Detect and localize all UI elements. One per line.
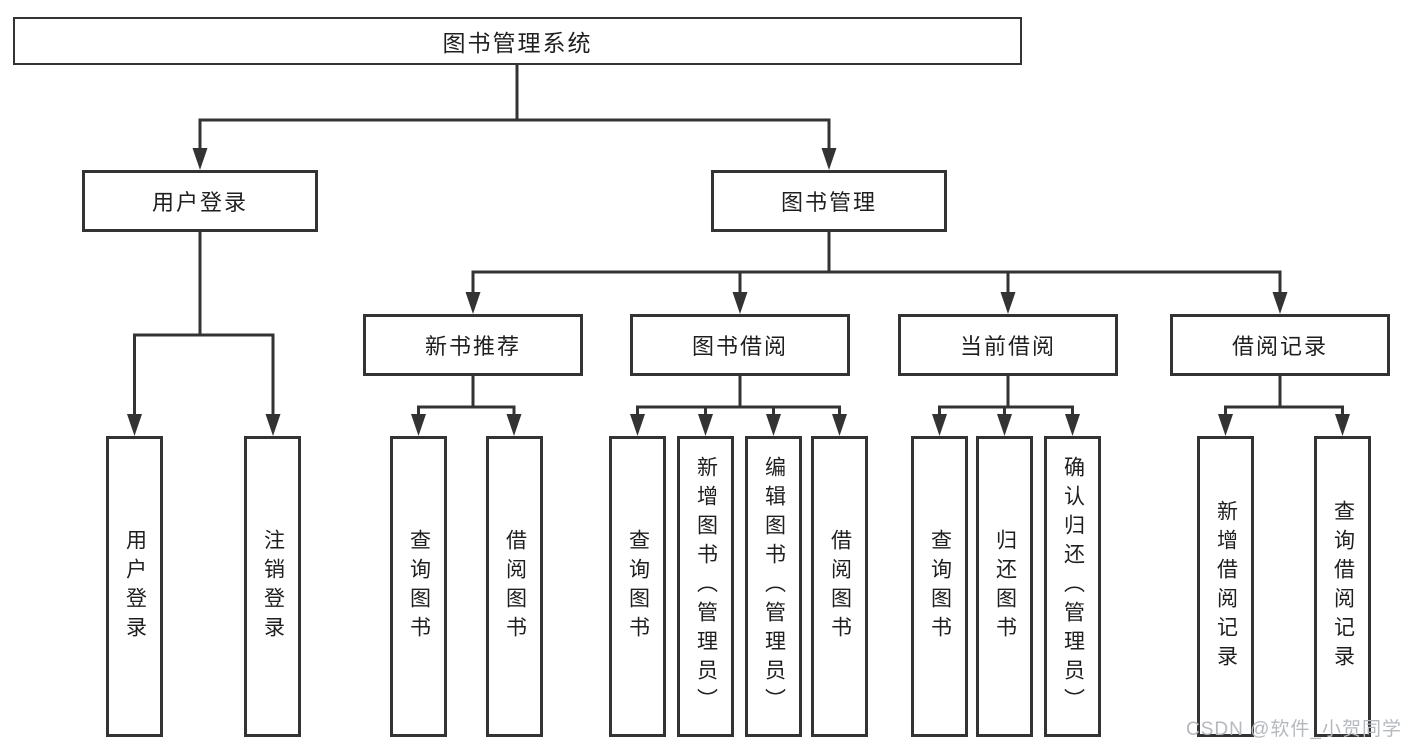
leaf-logout: 注销登录 [244,436,301,737]
arrow-icon [127,414,142,436]
node-new-book-recommendation: 新书推荐 [363,314,583,376]
node-borrowing-records: 借阅记录 [1170,314,1390,376]
arrow-icon [732,292,748,314]
node-root-library-system: 图书管理系统 [13,17,1022,65]
arrow-icon [1272,292,1288,314]
arrow-icon [411,414,426,436]
leaf-query-books-borrowing: 查询图书 [609,436,666,737]
leaf-borrow-books: 借阅图书 [811,436,868,737]
leaf-return-books: 归还图书 [976,436,1033,737]
leaf-add-books-admin: 新增图书（管理员） [677,436,734,737]
leaf-query-books-current: 查询图书 [911,436,968,737]
arrow-icon [1335,414,1350,436]
arrow-icon [506,414,522,436]
node-current-borrowing: 当前借阅 [898,314,1118,376]
node-user-login: 用户登录 [82,170,318,232]
leaf-confirm-return-admin: 确认归还（管理员） [1044,436,1101,737]
leaf-add-borrow-record: 新增借阅记录 [1197,436,1254,737]
connector-path [133,63,1344,420]
leaf-borrow-books-recommend: 借阅图书 [486,436,543,737]
arrow-icon [192,148,208,170]
leaf-user-login: 用户登录 [106,436,163,737]
arrow-icon [698,414,713,436]
arrow-icon [1000,292,1016,314]
arrow-icon [465,292,481,314]
node-book-borrowing: 图书借阅 [630,314,850,376]
arrow-icon [832,414,847,436]
leaf-edit-books-admin: 编辑图书（管理员） [745,436,802,737]
arrow-icon [265,414,281,436]
leaf-query-books-recommend: 查询图书 [390,436,447,737]
arrow-icon [1065,414,1080,436]
arrow-icon [997,414,1012,436]
arrow-icon [821,148,837,170]
arrowheads [127,148,1350,436]
arrow-icon [630,414,645,436]
node-book-management: 图书管理 [711,170,947,232]
arrow-icon [932,414,947,436]
csdn-watermark: CSDN @软件_小贺同学 [1186,719,1402,740]
arrow-icon [766,414,781,436]
arrow-icon [1218,414,1233,436]
leaf-query-borrow-record: 查询借阅记录 [1314,436,1371,737]
